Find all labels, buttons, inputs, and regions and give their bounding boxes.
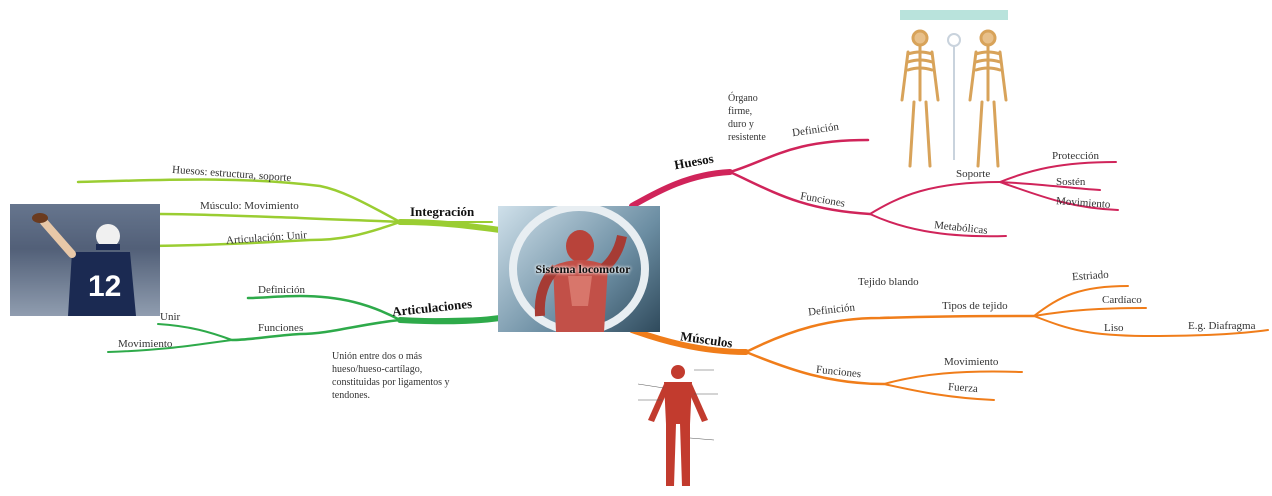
articulaciones-item-unir[interactable]: Unir xyxy=(160,311,180,323)
integracion-branch-musculo xyxy=(160,214,400,222)
musculos-tipos-de-tejido[interactable]: Tipos de tejido xyxy=(942,300,1008,312)
articulaciones-item-movimiento[interactable]: Movimiento xyxy=(118,338,172,350)
muscle-body-icon xyxy=(618,360,738,494)
musculos-item-movimiento[interactable]: Movimiento xyxy=(944,356,998,368)
huesos-soporte[interactable]: Soporte xyxy=(956,168,990,180)
musculos-item-cardiaco[interactable]: Cardíaco xyxy=(1102,294,1142,306)
skeleton-image xyxy=(896,10,1012,170)
musculos-branch-cardiaco xyxy=(1034,308,1146,316)
muscle-anatomy-image xyxy=(618,360,738,494)
articulaciones-definition-note: Unión entre dos o más hueso/hueso-cartíl… xyxy=(332,350,462,402)
articulaciones-funciones[interactable]: Funciones xyxy=(258,322,303,334)
articulaciones-branch-definicion xyxy=(248,296,400,320)
integracion-main-branch xyxy=(400,222,500,230)
musculos-item-estriado[interactable]: Estriado xyxy=(1072,269,1109,284)
svg-text:12: 12 xyxy=(88,270,121,303)
musculos-item-liso[interactable]: Liso xyxy=(1104,322,1124,334)
huesos-main-branch xyxy=(632,172,730,206)
skeleton-icon xyxy=(896,10,1012,170)
huesos-item-proteccion[interactable]: Protección xyxy=(1052,150,1099,162)
musculos-liso-ejemplo[interactable]: E.g. Diafragma xyxy=(1188,320,1256,332)
football-player-photo: 12 xyxy=(10,204,160,316)
huesos-branch-soporte xyxy=(870,182,1000,214)
integracion-topic[interactable]: Integración xyxy=(410,204,474,220)
musculos-tejido-blando[interactable]: Tejido blando xyxy=(858,276,919,288)
musculos-branch-definicion xyxy=(746,316,1034,352)
skeleton-header-bar xyxy=(900,10,1008,20)
articulaciones-definicion[interactable]: Definición xyxy=(258,284,305,296)
player-figure-icon: 12 xyxy=(10,204,160,316)
huesos-branch-definicion xyxy=(730,140,868,172)
central-topic[interactable]: Sistema locomotor xyxy=(510,262,656,277)
musculos-item-fuerza[interactable]: Fuerza xyxy=(948,381,979,395)
musculos-branch-funciones xyxy=(746,352,884,384)
huesos-definition-note: Órgano firme, duro y resistente xyxy=(728,92,772,144)
integracion-item-musculo[interactable]: Músculo: Movimiento xyxy=(200,200,299,212)
huesos-item-sosten[interactable]: Sostén xyxy=(1056,176,1085,188)
